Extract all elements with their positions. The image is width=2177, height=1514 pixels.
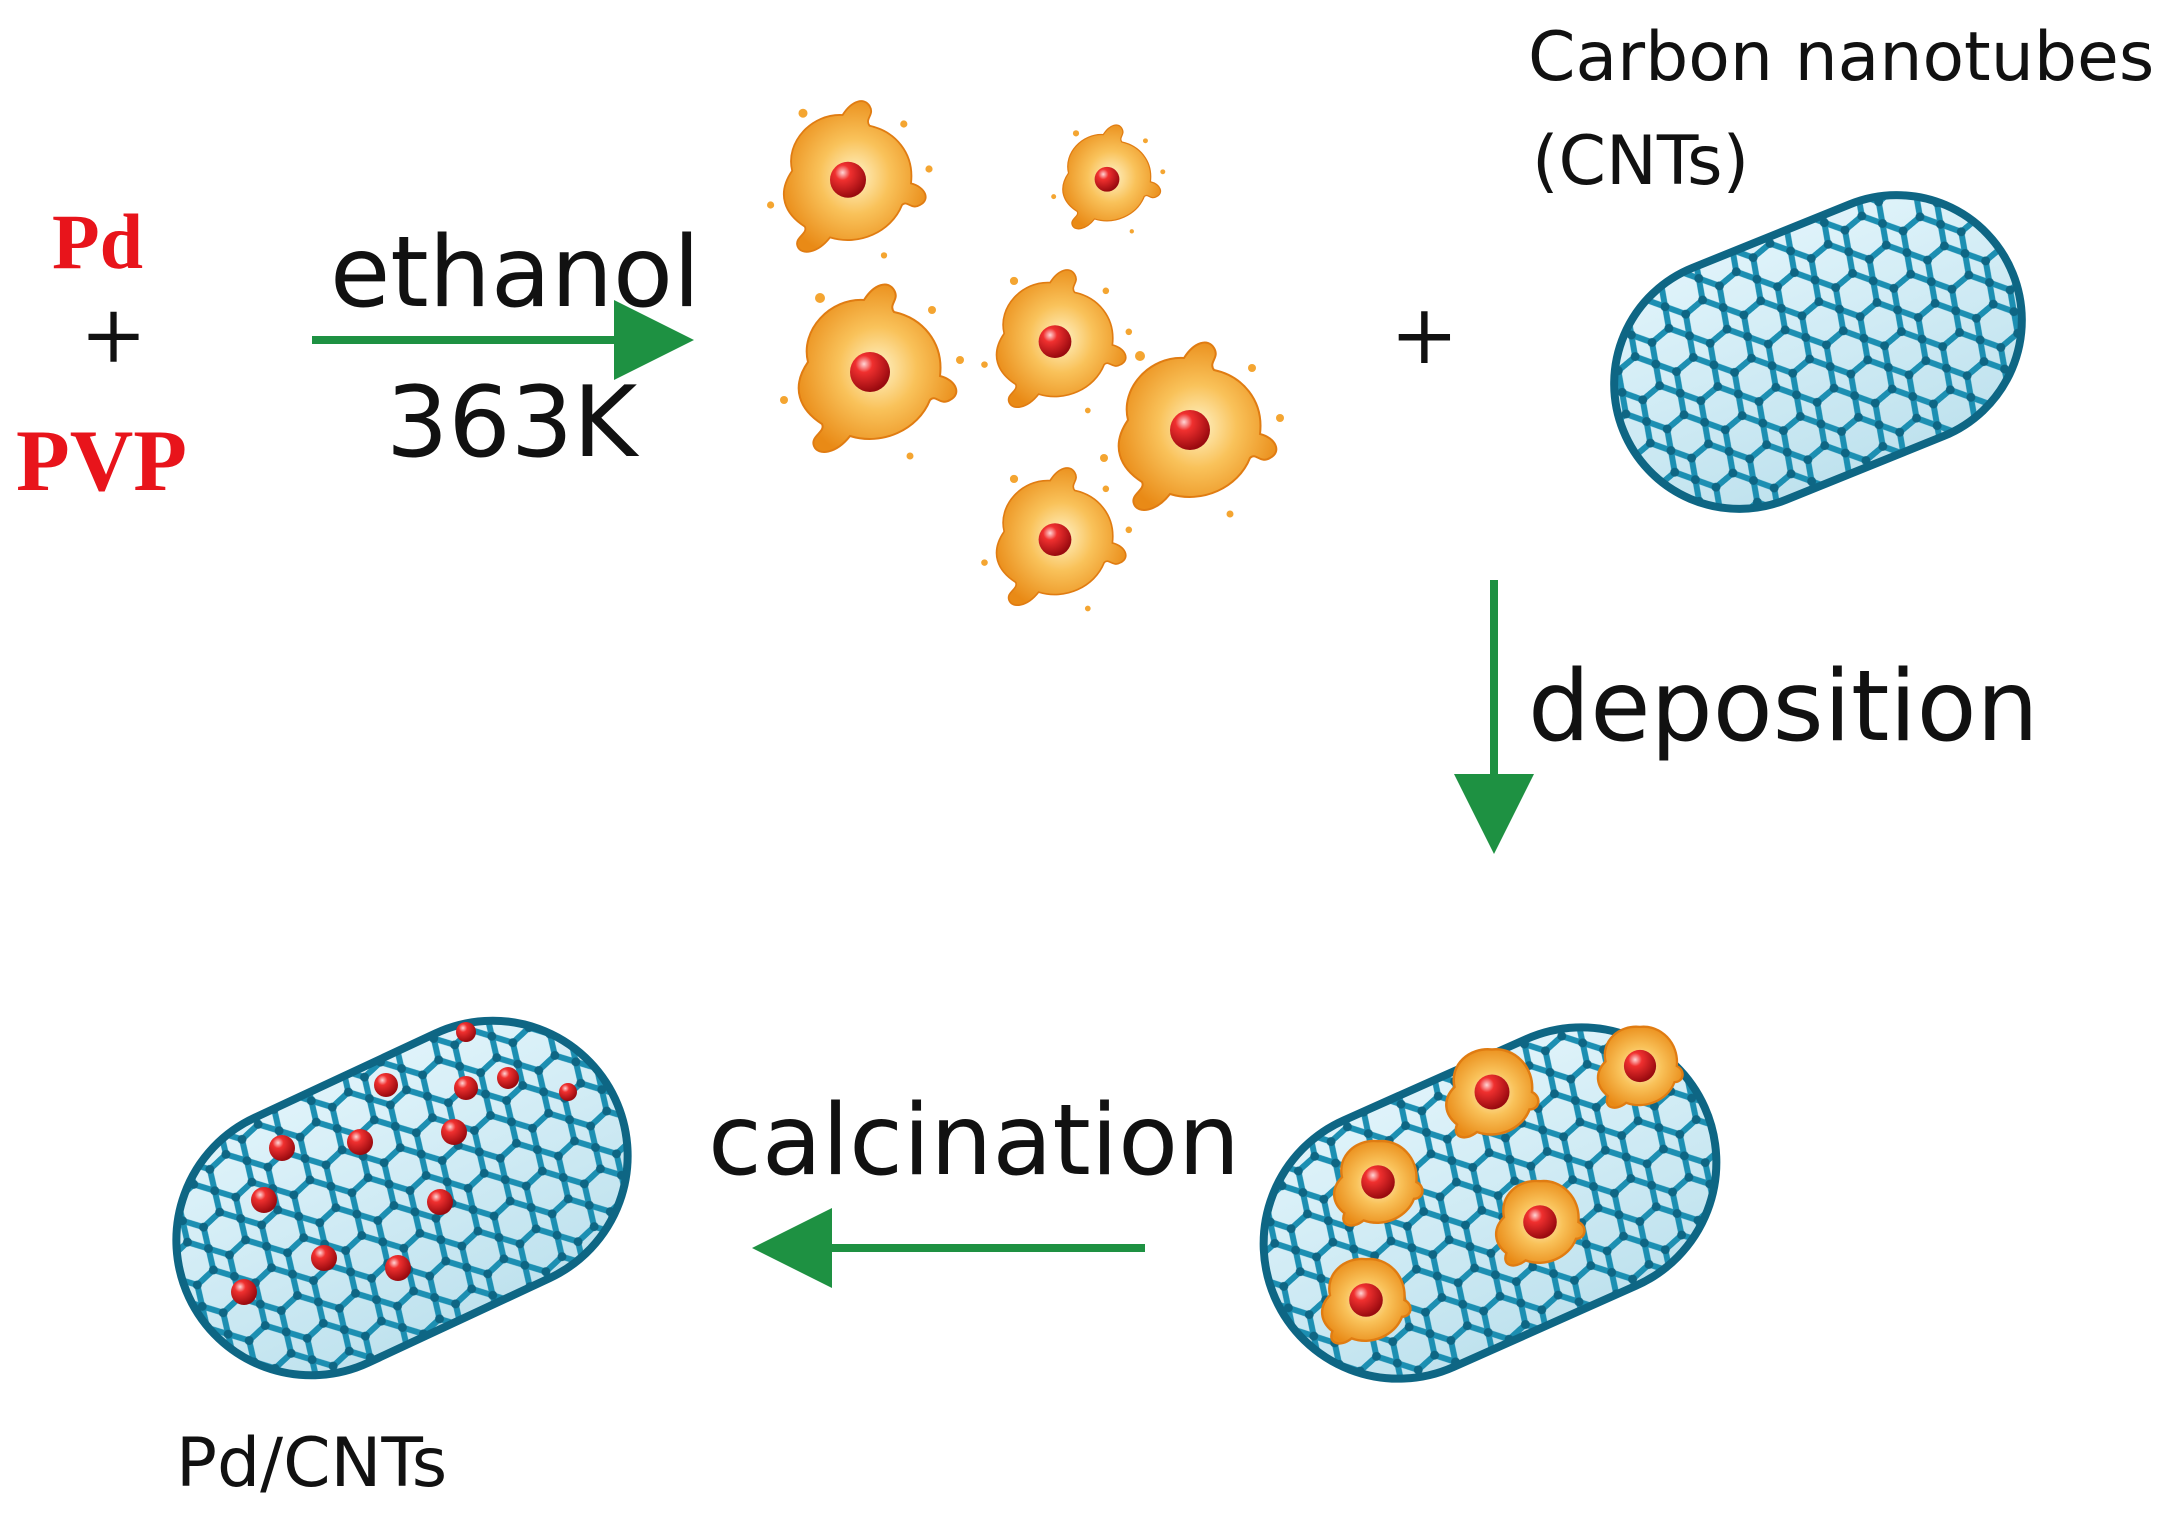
step1-solvent-label: ethanol [330,216,701,330]
loaded-nanotube-icon [1259,1023,1721,1383]
pd-cnt-nanotube-icon [172,1016,632,1380]
product-label: Pd/CNTs [176,1424,448,1503]
reagent-pd: Pd [52,198,144,285]
middle-plus: + [1390,288,1459,383]
step1-temperature-label: 363K [386,366,638,480]
deposition-label: deposition [1528,650,2039,764]
reagent-plus: + [80,288,148,381]
reagent-pvp: PVP [16,413,188,510]
calcination-label: calcination [708,1084,1241,1198]
pd-pvp-particle-icon [766,100,1285,613]
cnt-name-label: Carbon nanotubes [1528,18,2155,97]
carbon-nanotube-icon [1610,191,2026,513]
cnt-abbrev-label: (CNTs) [1532,122,1750,201]
